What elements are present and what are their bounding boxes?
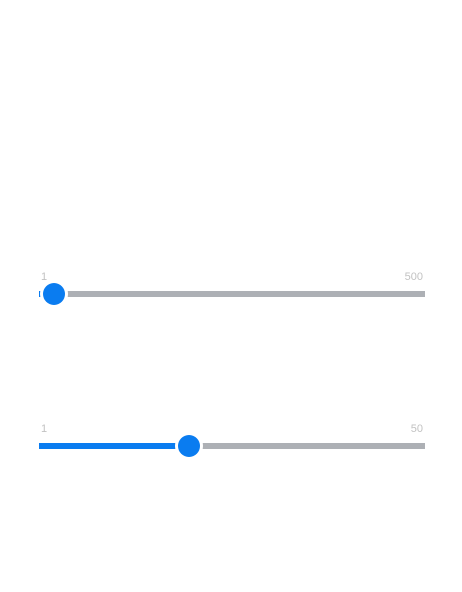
slider-min-label: 1 xyxy=(41,423,48,435)
range-slider-1[interactable]: 1 500 xyxy=(39,268,425,308)
slider-max-label: 500 xyxy=(404,271,423,283)
slider-track[interactable] xyxy=(39,291,425,297)
slider-thumb[interactable] xyxy=(42,283,65,305)
slider-track[interactable] xyxy=(39,443,425,449)
slider-min-label: 1 xyxy=(41,271,48,283)
slider-max-label: 50 xyxy=(410,423,423,435)
range-slider-2[interactable]: 1 50 xyxy=(39,420,425,460)
slider-thumb[interactable] xyxy=(177,435,200,457)
slider-track-fill xyxy=(39,443,189,449)
